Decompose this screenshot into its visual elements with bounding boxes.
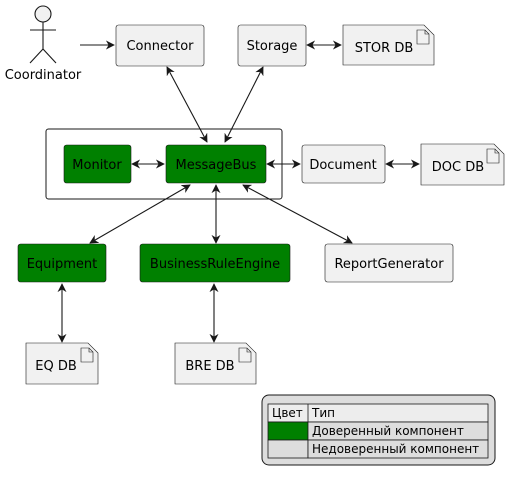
node-messagebus[interactable]: MessageBus xyxy=(165,144,267,184)
edge-connector-messagebus xyxy=(166,66,208,143)
legend-swatch-untrusted xyxy=(267,439,309,459)
edge-messagebus-report xyxy=(242,184,353,244)
legend-header-type: Тип xyxy=(311,406,335,420)
node-bre-db[interactable]: BRE DB xyxy=(174,342,257,385)
stick-figure-icon xyxy=(29,5,57,64)
edges xyxy=(57,40,420,343)
actor-label: Coordinator xyxy=(5,68,82,83)
package-frame xyxy=(45,128,283,200)
node-label: Equipment xyxy=(27,257,98,272)
node-stor-db[interactable]: STOR DB xyxy=(342,24,435,66)
node-label: BRE DB xyxy=(185,359,234,374)
legend: Цвет Тип Доверенный компонент Недоверенн… xyxy=(261,394,496,466)
document-icon xyxy=(80,347,94,363)
node-monitor[interactable]: Monitor xyxy=(63,144,132,184)
legend-swatch-trusted xyxy=(267,421,309,441)
document-icon xyxy=(416,29,430,45)
document-icon xyxy=(486,148,500,164)
legend-row-untrusted: Недоверенный компонент xyxy=(312,442,479,456)
node-label: Storage xyxy=(247,39,298,54)
node-doc-db[interactable]: DOC DB xyxy=(420,143,505,186)
node-label: DOC DB xyxy=(432,160,484,175)
node-storage[interactable]: Storage xyxy=(237,24,307,67)
node-label: ReportGenerator xyxy=(334,257,444,272)
node-connector[interactable]: Connector xyxy=(115,24,205,67)
node-document[interactable]: Document xyxy=(301,144,386,184)
node-equipment[interactable]: Equipment xyxy=(17,243,107,283)
node-label: Document xyxy=(309,158,376,173)
node-label: BusinessRuleEngine xyxy=(150,257,280,272)
node-eq-db[interactable]: EQ DB xyxy=(25,342,99,385)
node-label: MessageBus xyxy=(176,158,257,173)
document-icon xyxy=(238,347,252,363)
node-report-generator[interactable]: ReportGenerator xyxy=(324,243,454,283)
legend-row-trusted: Доверенный компонент xyxy=(312,424,464,438)
node-label: EQ DB xyxy=(35,359,77,374)
node-label: Monitor xyxy=(72,158,122,173)
node-label: Connector xyxy=(126,39,194,54)
node-business-rule-engine[interactable]: BusinessRuleEngine xyxy=(139,243,291,283)
edge-storage-messagebus xyxy=(224,66,264,143)
legend-header-color: Цвет xyxy=(272,406,303,420)
node-label: STOR DB xyxy=(355,41,414,56)
legend-cell-untrusted xyxy=(307,439,489,459)
actor-coordinator[interactable]: Coordinator xyxy=(5,5,82,83)
edge-messagebus-equipment xyxy=(89,184,191,244)
